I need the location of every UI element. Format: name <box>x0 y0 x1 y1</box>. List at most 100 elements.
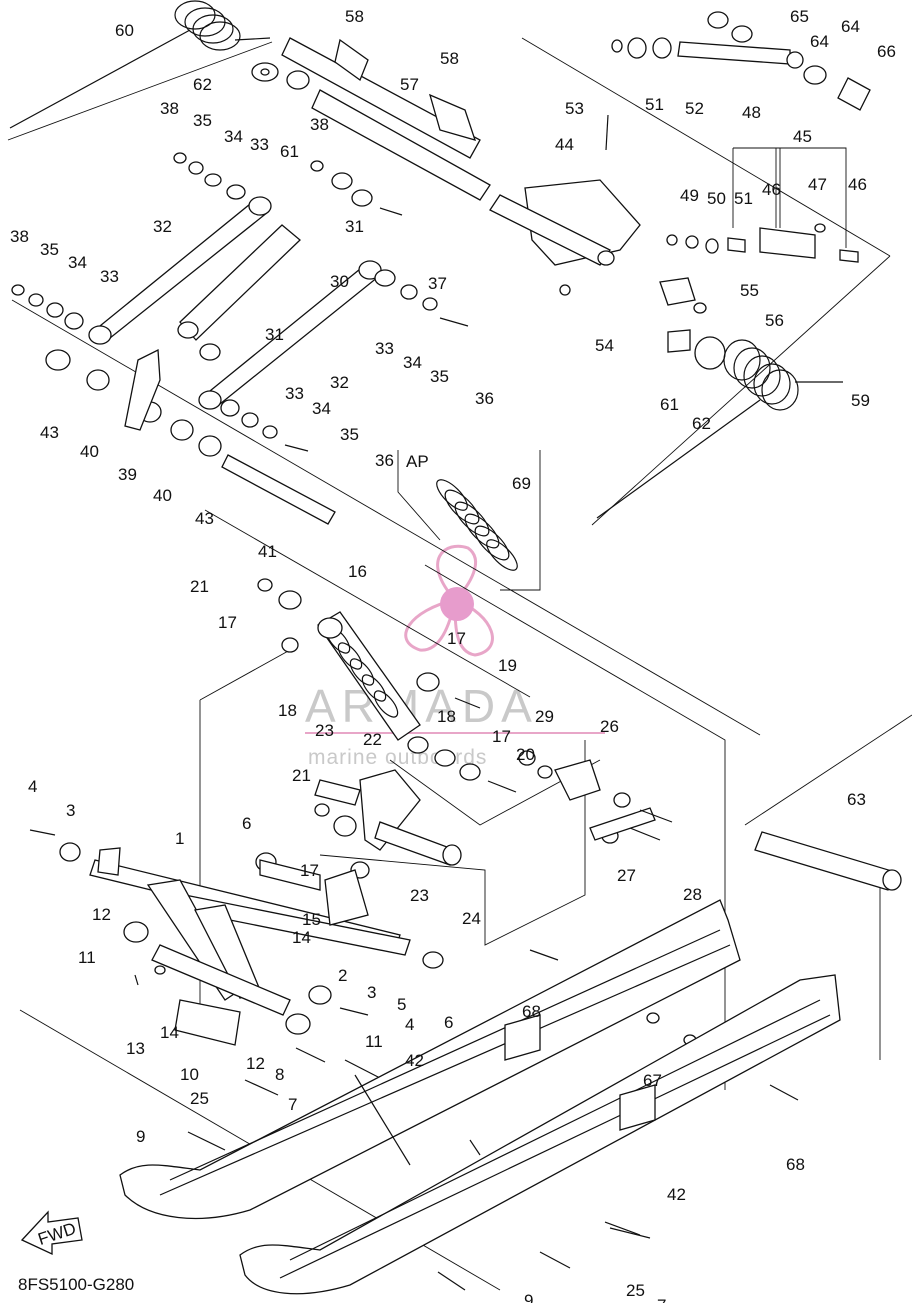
part-callout-64: 64 <box>810 32 829 51</box>
part-callout-40: 40 <box>80 442 99 461</box>
part-callout-25: 25 <box>626 1281 645 1300</box>
part-callout-34: 34 <box>68 253 87 272</box>
part-callout-55: 55 <box>740 281 759 300</box>
tube-63 <box>754 831 902 891</box>
part-callout-11: 11 <box>365 1032 383 1051</box>
part-callout-36: 36 <box>375 451 394 470</box>
part-callout-3: 3 <box>66 801 75 820</box>
part-callout-39: 39 <box>118 465 137 484</box>
part-callout-38: 38 <box>310 115 329 134</box>
part-callout-6: 6 <box>242 814 251 833</box>
part-callout-35: 35 <box>193 111 212 130</box>
part-callout-42: 42 <box>405 1051 424 1070</box>
part-callout-11: 11 <box>78 948 96 967</box>
part-callout-49: 49 <box>680 186 699 205</box>
part-callout-33: 33 <box>285 384 304 403</box>
bolts <box>29 114 799 1291</box>
torsion-spring-left <box>9 0 279 129</box>
part-callout-46: 46 <box>762 180 781 199</box>
part-callout-9: 9 <box>524 1291 533 1303</box>
part-callout-31: 31 <box>345 217 364 236</box>
part-callout-18: 18 <box>437 707 456 726</box>
part-callout-60: 60 <box>115 21 134 40</box>
part-callout-3: 3 <box>367 983 376 1002</box>
part-callout-31: 31 <box>265 325 284 344</box>
part-callout-17: 17 <box>300 861 319 880</box>
part-callout-4: 4 <box>28 777 37 796</box>
part-callout-10: 10 <box>180 1065 199 1084</box>
part-callout-32: 32 <box>153 217 172 236</box>
part-callout-29: 29 <box>535 707 554 726</box>
part-callout-51: 51 <box>734 189 753 208</box>
part-callout-47: 47 <box>808 175 827 194</box>
part-callout-15: 15 <box>302 910 321 929</box>
part-callout-65: 65 <box>790 7 809 26</box>
part-callout-66: 66 <box>877 42 896 61</box>
part-callout-38: 38 <box>10 227 29 246</box>
part-callout-12: 12 <box>92 905 111 924</box>
part-callout-54: 54 <box>595 336 614 355</box>
part-callout-42: 42 <box>667 1185 686 1204</box>
part-callout-40: 40 <box>153 486 172 505</box>
part-callout-43: 43 <box>195 509 214 528</box>
part-callout-36: 36 <box>475 389 494 408</box>
part-callout-24: 24 <box>462 909 481 928</box>
part-callout-34: 34 <box>224 127 243 146</box>
part-callout-20: 20 <box>516 745 535 764</box>
part-callout-35: 35 <box>430 367 449 386</box>
slide-rails <box>119 899 841 1295</box>
part-callout-58: 58 <box>345 7 364 26</box>
shock-absorber-16 <box>317 611 421 741</box>
part-callout-5: 5 <box>397 995 406 1014</box>
part-callout-69: 69 <box>512 474 531 493</box>
part-callout-8: 8 <box>275 1065 284 1084</box>
propeller-logo-icon <box>404 544 494 657</box>
part-callout-23: 23 <box>410 886 429 905</box>
fwd-arrow-icon: FWD <box>20 1210 83 1256</box>
bracket-45-marker <box>732 147 847 248</box>
part-callout-18: 18 <box>278 701 297 720</box>
part-callout-33: 33 <box>100 267 119 286</box>
part-callout-56: 56 <box>765 311 784 330</box>
part-callout-59: 59 <box>851 391 870 410</box>
part-callout-33: 33 <box>375 339 394 358</box>
part-callout-16: 16 <box>348 562 367 581</box>
part-callout-4: 4 <box>405 1015 414 1034</box>
section-tag: AP <box>406 452 429 471</box>
part-callout-58: 58 <box>440 49 459 68</box>
part-callout-38: 38 <box>160 99 179 118</box>
part-callout-14: 14 <box>160 1023 179 1042</box>
part-callout-12: 12 <box>246 1054 265 1073</box>
part-callout-50: 50 <box>707 189 726 208</box>
part-callout-28: 28 <box>683 885 702 904</box>
part-callout-68: 68 <box>522 1002 541 1021</box>
part-callout-25: 25 <box>190 1089 209 1108</box>
part-callout-53: 53 <box>565 99 584 118</box>
part-callout-63: 63 <box>847 790 866 809</box>
part-callout-67: 67 <box>643 1071 662 1090</box>
part-callout-17: 17 <box>492 727 511 746</box>
right-small-parts <box>659 223 859 370</box>
part-callout-61: 61 <box>660 395 679 414</box>
part-callout-22: 22 <box>363 730 382 749</box>
part-callout-7: 7 <box>657 1296 666 1303</box>
part-callout-21: 21 <box>190 577 209 596</box>
part-callout-57: 57 <box>400 75 419 94</box>
part-callout-34: 34 <box>312 399 331 418</box>
part-callout-34: 34 <box>403 353 422 372</box>
long-shaft-41 <box>221 454 336 525</box>
part-callout-27: 27 <box>617 866 636 885</box>
part-callout-9: 9 <box>136 1127 145 1146</box>
part-callout-61: 61 <box>280 142 299 161</box>
upper-shaft-assembly <box>281 37 491 201</box>
part-callout-62: 62 <box>193 75 212 94</box>
rear-right-shaft <box>611 11 871 111</box>
part-callout-41: 41 <box>258 542 277 561</box>
part-callout-35: 35 <box>340 425 359 444</box>
part-callout-51: 51 <box>645 95 664 114</box>
part-callout-52: 52 <box>685 99 704 118</box>
part-callout-64: 64 <box>841 17 860 36</box>
part-callout-13: 13 <box>126 1039 145 1058</box>
part-callout-1: 1 <box>175 829 184 848</box>
